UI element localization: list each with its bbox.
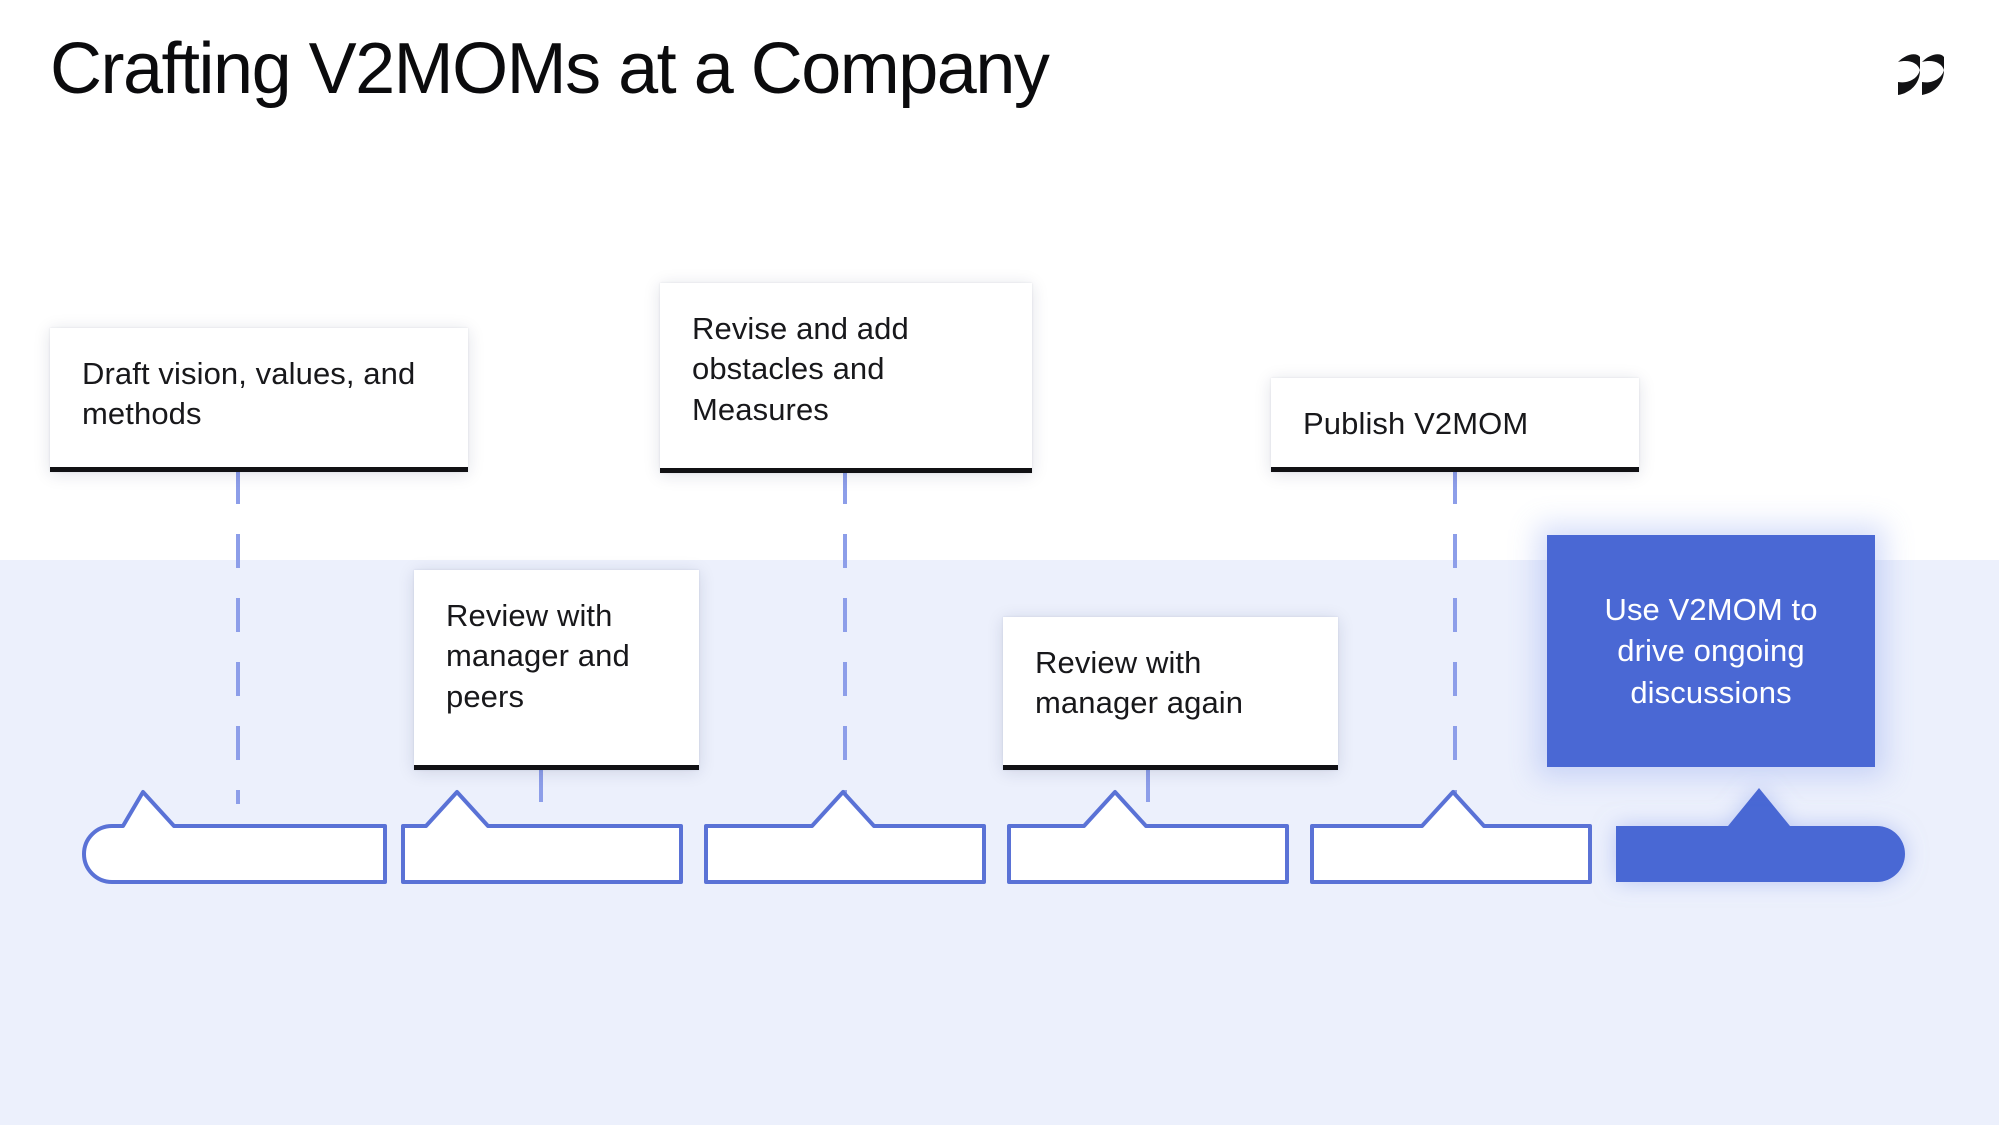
callout-card-publish-v2mom[interactable]: Publish V2MOM — [1271, 378, 1639, 472]
timeline-segment-2[interactable] — [401, 790, 683, 884]
timeline-segment-5[interactable] — [1310, 790, 1592, 884]
timeline-segment-6-active[interactable] — [1616, 788, 1905, 882]
callout-card-revise-add-obstacles[interactable]: Revise and add obstacles and Measures — [660, 283, 1032, 473]
callout-text: Review with manager and peers — [446, 598, 630, 714]
timeline-segment-1[interactable] — [82, 790, 387, 884]
callout-card-review-manager-peers[interactable]: Review with manager and peers — [414, 570, 699, 770]
callout-text: Publish V2MOM — [1303, 406, 1529, 441]
connector-line-review-again — [1146, 768, 1150, 806]
connector-line-review-peers — [539, 768, 543, 806]
timeline-track — [0, 770, 1999, 910]
double-chevron-logo-icon — [1895, 48, 1947, 96]
connector-line-publish-v2mom — [1453, 470, 1457, 804]
timeline-segment-3[interactable] — [704, 790, 986, 884]
callout-text: Review with manager again — [1035, 645, 1244, 721]
connector-line-revise-obstacles — [843, 470, 847, 804]
page-title: Crafting V2MOMs at a Company — [50, 29, 1050, 109]
callout-card-review-manager-again[interactable]: Review with manager again — [1003, 617, 1338, 770]
callout-card-use-v2mom-ongoing[interactable]: Use V2MOM to drive ongoing discussions — [1547, 535, 1875, 767]
callout-text: Use V2MOM to drive ongoing discussions — [1604, 591, 1818, 710]
callout-text: Draft vision, values, and methods — [82, 356, 416, 432]
timeline-segment-4[interactable] — [1007, 790, 1289, 884]
callout-card-draft-vision[interactable]: Draft vision, values, and methods — [50, 328, 468, 472]
connector-line-draft-vision — [236, 470, 240, 804]
callout-text: Revise and add obstacles and Measures — [692, 311, 909, 427]
